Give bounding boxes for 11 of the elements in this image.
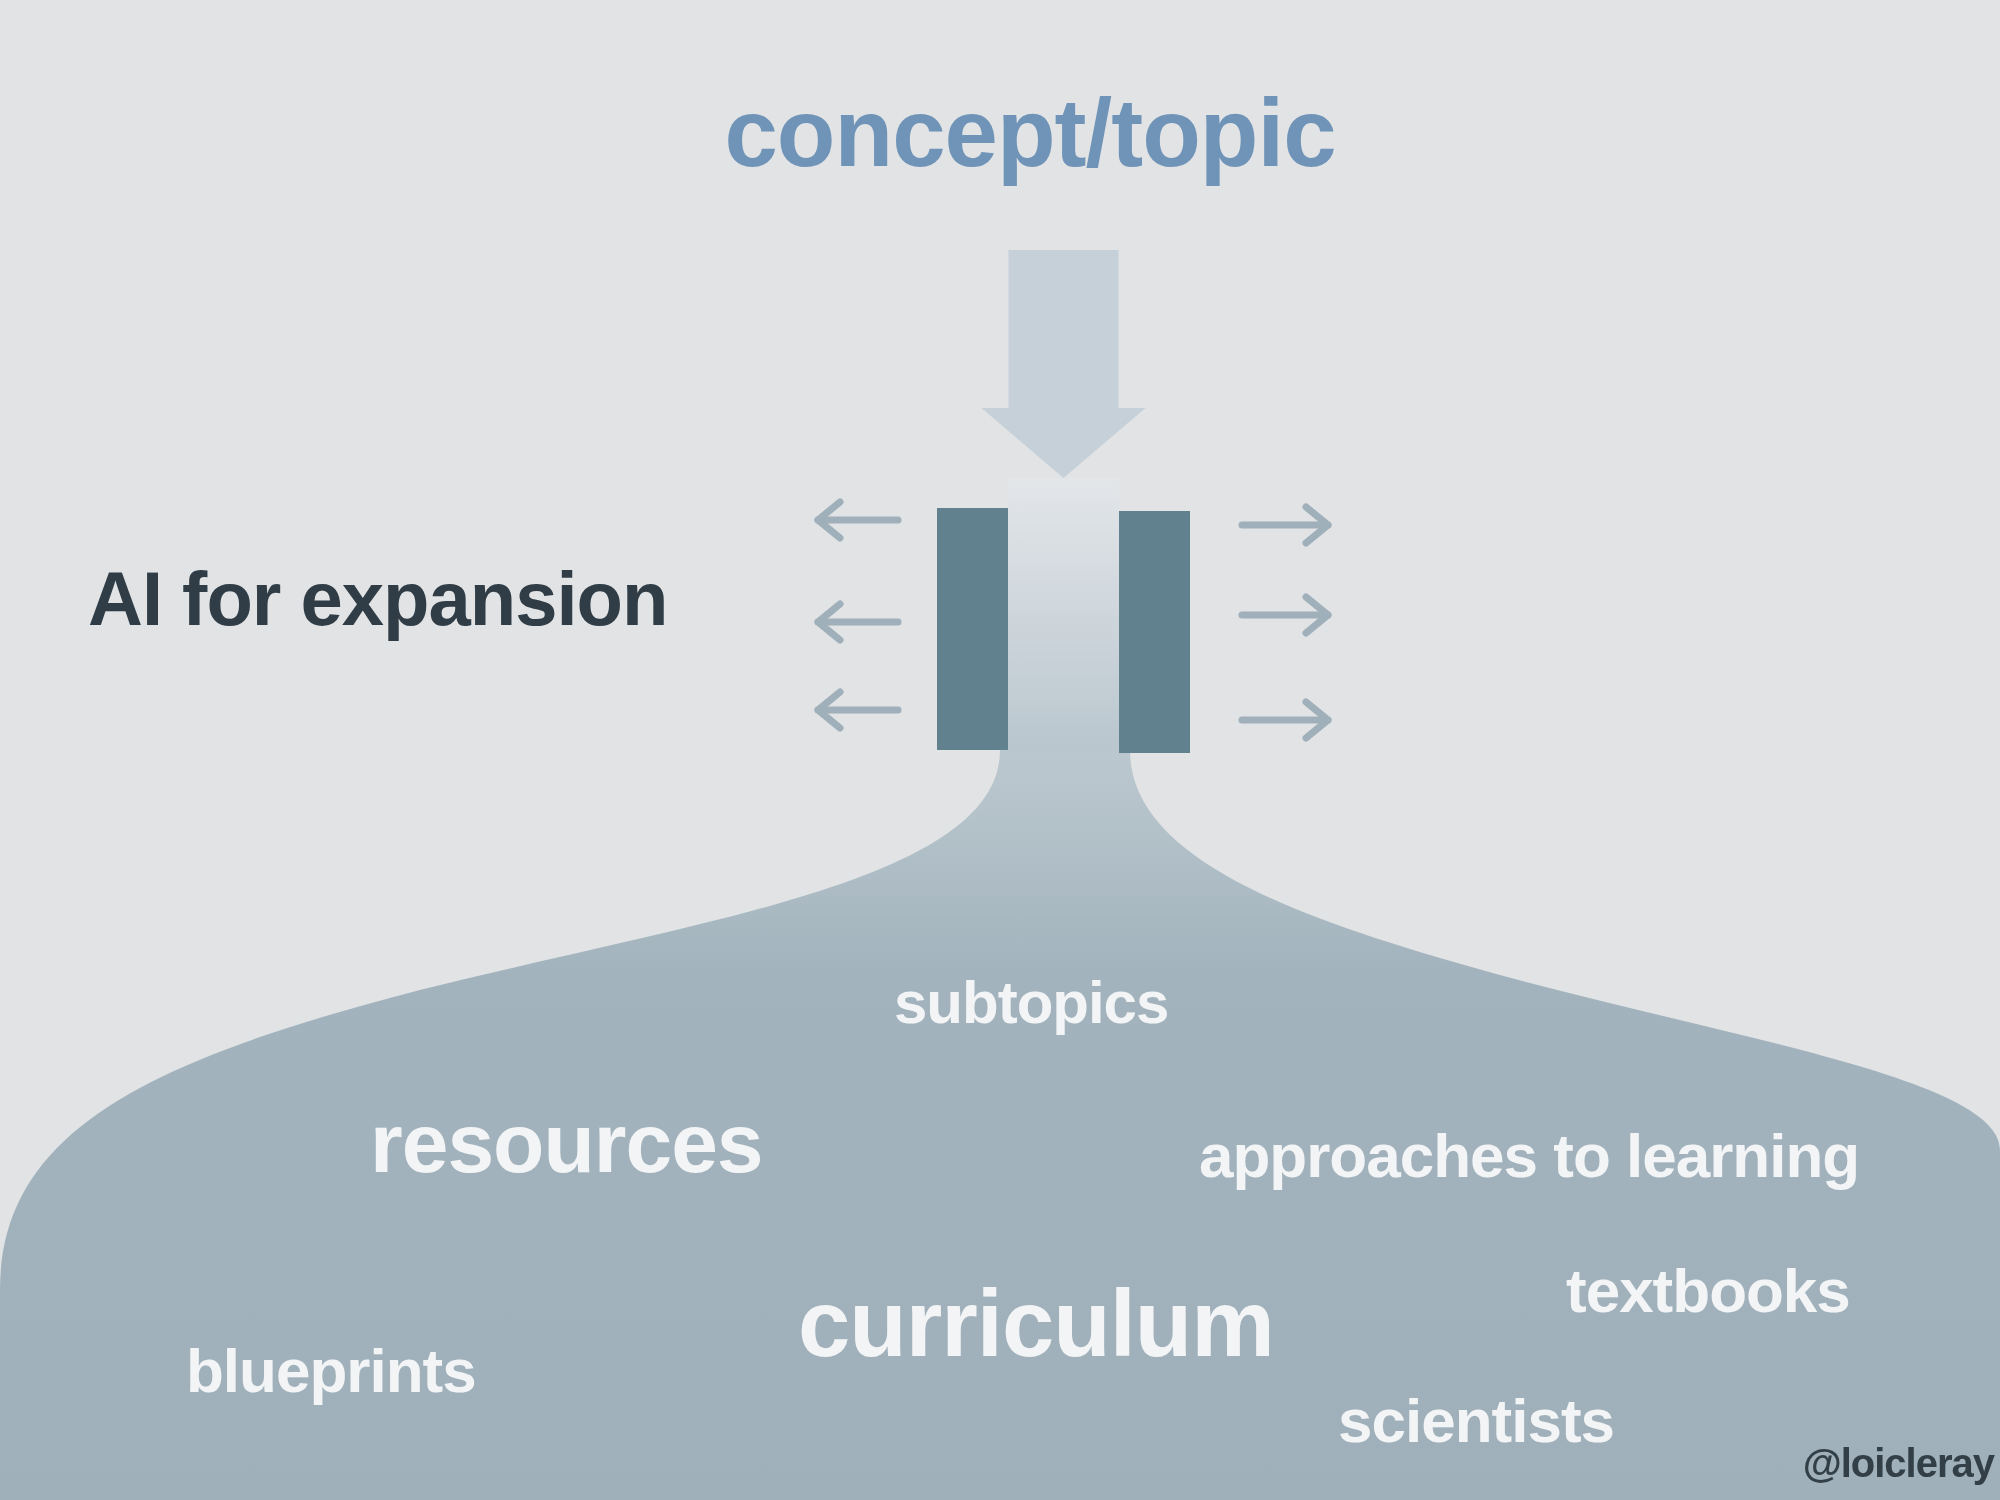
topic-word: scientists bbox=[1338, 1385, 1615, 1457]
topic-title: concept/topic bbox=[723, 78, 1337, 188]
topic-word: blueprints bbox=[186, 1335, 476, 1407]
flow-arrow bbox=[981, 250, 1146, 478]
topic-word: approaches to learning bbox=[1199, 1120, 1860, 1192]
topic-word: subtopics bbox=[894, 968, 1169, 1037]
author-handle: @loicleray bbox=[1802, 1440, 1994, 1486]
topic-word: resources bbox=[370, 1095, 763, 1192]
side-label: AI for expansion bbox=[88, 555, 668, 643]
topic-word: curriculum bbox=[798, 1270, 1274, 1378]
topic-word: textbooks bbox=[1566, 1255, 1850, 1327]
